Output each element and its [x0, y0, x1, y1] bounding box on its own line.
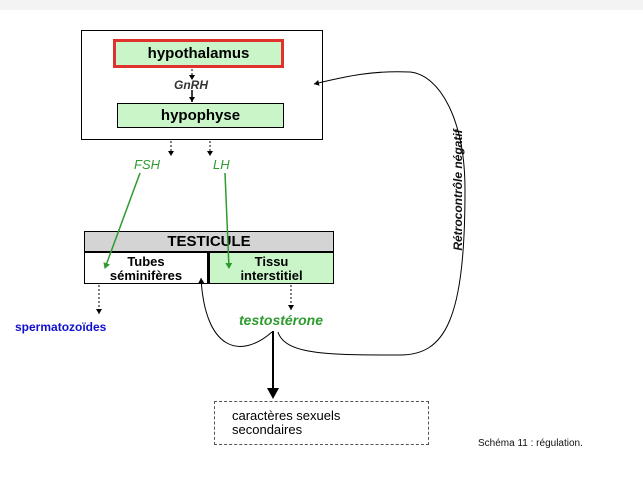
testo-tubes-curve: [198, 277, 273, 347]
caracteres-sexuels-box: caractères sexuels secondaires: [214, 401, 429, 445]
caract-label-line1: caractères sexuels: [232, 408, 341, 423]
tubes-label-line2: séminifères: [109, 268, 183, 283]
caract-label-line2: secondaires: [232, 422, 303, 437]
fsh-label: FSH: [134, 157, 160, 172]
lh-label: LH: [213, 157, 230, 172]
tissu-label-line2: interstitiel: [240, 268, 303, 283]
top-bar: [0, 0, 643, 10]
gnrh-label: GnRH: [174, 78, 208, 92]
hypothalamus-label: hypothalamus: [147, 45, 250, 62]
figure-caption: Schéma 11 : régulation.: [478, 438, 583, 449]
retrocontrole-loop: [277, 71, 466, 356]
hypophyse-label: hypophyse: [160, 107, 241, 124]
lh-tissu-arrow: [224, 172, 233, 269]
spermatozoides-label: spermatozoïdes: [15, 320, 107, 334]
hypophyse-box: hypophyse: [117, 103, 284, 128]
testicule-header: TESTICULE: [84, 231, 334, 252]
tubes-label-line1: Tubes: [127, 254, 165, 269]
testicule-label: TESTICULE: [167, 233, 251, 250]
fsh-tubes-arrow: [103, 172, 141, 269]
testosterone-label: testostérone: [239, 312, 324, 328]
hypothalamus-box: hypothalamus: [113, 39, 284, 68]
tissu-label-line1: Tissu: [254, 254, 289, 269]
